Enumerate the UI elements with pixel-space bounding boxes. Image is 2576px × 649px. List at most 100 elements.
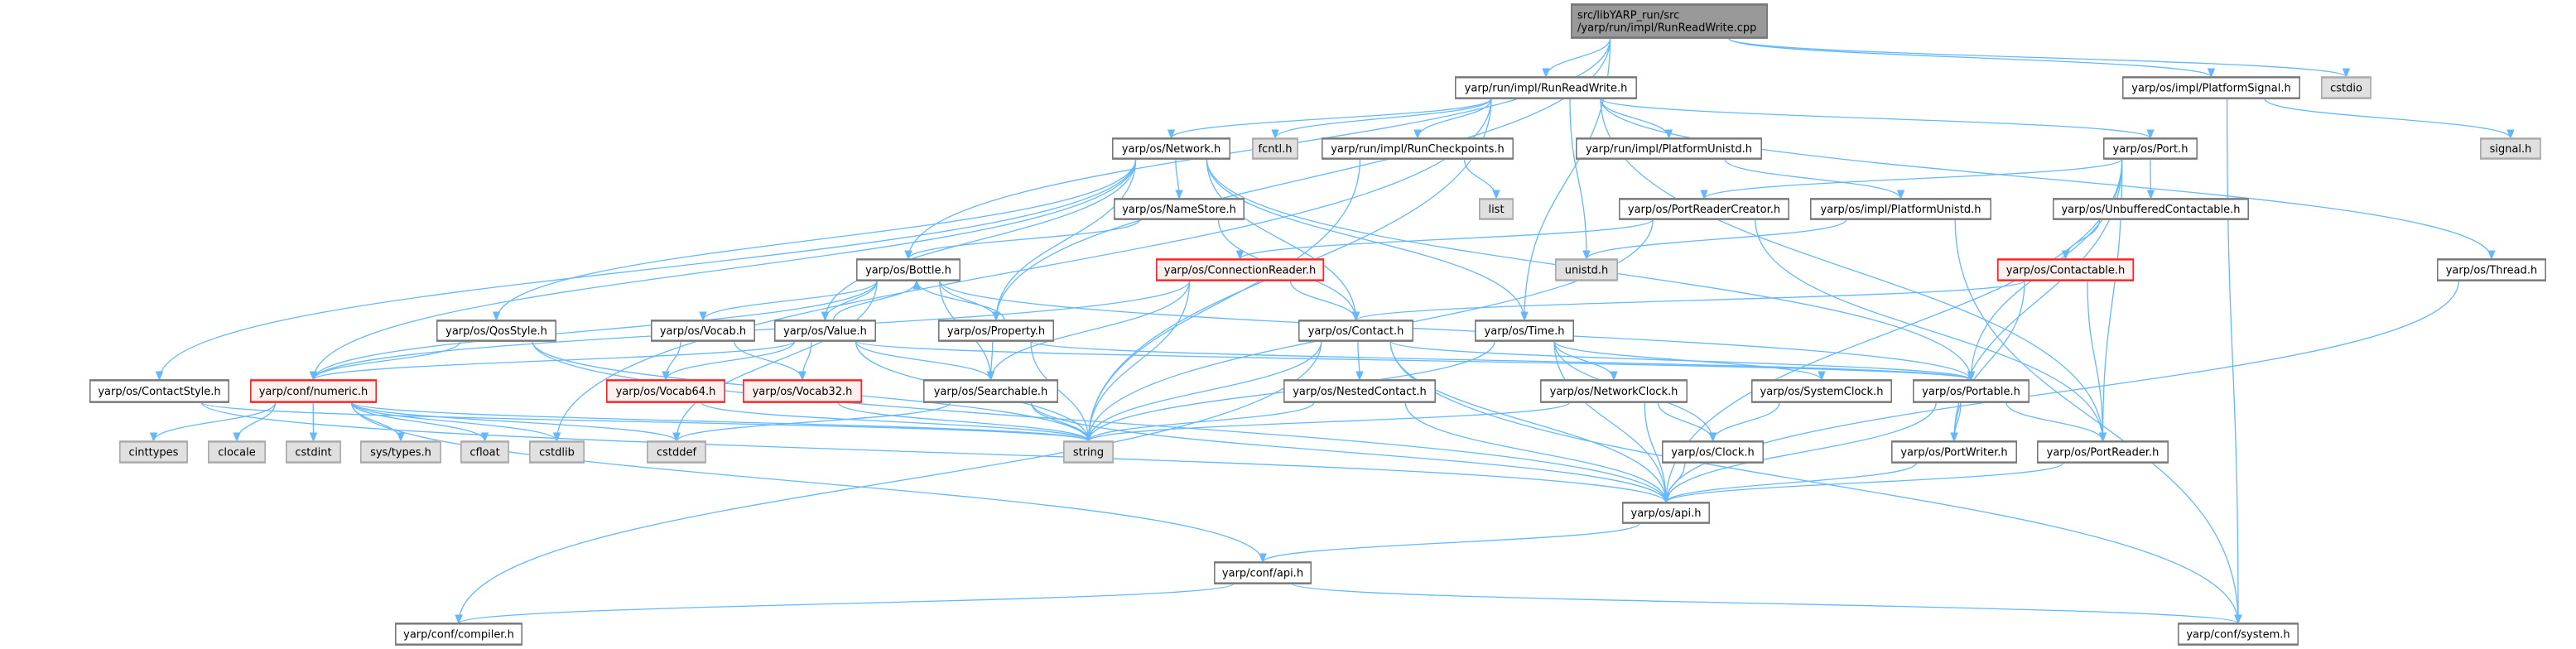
node-label: yarp/os/Property.h: [947, 325, 1045, 338]
node-vocab[interactable]: yarp/os/Vocab.h: [651, 320, 755, 342]
node-label: unistd.h: [1565, 265, 1609, 277]
node-searchable[interactable]: yarp/os/Searchable.h: [923, 379, 1058, 403]
edge-bottle-to-property: [939, 280, 1000, 322]
node-connreader[interactable]: yarp/os/ConnectionReader.h: [1156, 258, 1324, 281]
node-label: yarp/conf/api.h: [1222, 568, 1303, 580]
node-osapi[interactable]: yarp/os/api.h: [1622, 502, 1710, 524]
node-contact[interactable]: yarp/os/Contact.h: [1298, 320, 1413, 342]
node-box: [2437, 259, 2546, 281]
edge-rrw_h-to-port: [1600, 98, 2155, 140]
node-box: [1214, 562, 1312, 584]
node-box: [1063, 441, 1114, 463]
node-label: yarp/os/Value.h: [783, 325, 867, 338]
edge-numeric-to-string: [350, 401, 1092, 443]
node-portreader[interactable]: yarp/os/PortReader.h: [2037, 440, 2169, 464]
node-contactstyle[interactable]: yarp/os/ContactStyle.h: [89, 379, 229, 403]
node-nested[interactable]: yarp/os/NestedContact.h: [1283, 379, 1436, 403]
node-port[interactable]: yarp/os/Port.h: [2103, 137, 2198, 160]
node-unistd[interactable]: unistd.h: [1555, 258, 1618, 281]
node-box: [923, 380, 1058, 402]
node-label: yarp/os/ContactStyle.h: [98, 386, 220, 398]
node-property[interactable]: yarp/os/Property.h: [938, 320, 1054, 342]
node-label: cfloat: [469, 447, 499, 459]
node-label: yarp/os/Clock.h: [1671, 447, 1754, 459]
edge-property-to-searchable: [986, 340, 995, 382]
node-vocab32[interactable]: yarp/os/Vocab32.h: [743, 379, 862, 403]
node-label: yarp/os/PortReader.h: [2047, 447, 2160, 459]
node-box: [1555, 259, 1618, 281]
node-vocab64[interactable]: yarp/os/Vocab64.h: [606, 379, 725, 403]
node-bottle[interactable]: yarp/os/Bottle.h: [856, 258, 961, 281]
edge-value-to-vocab32: [798, 340, 812, 382]
node-box: [1662, 441, 1764, 463]
edge-bottle-to-numeric: [309, 280, 878, 382]
node-box: [2037, 441, 2169, 463]
edge-psignal-to-signal: [2264, 98, 2515, 140]
node-contactable[interactable]: yarp/os/Contactable.h: [1997, 258, 2134, 281]
node-cstdint[interactable]: cstdint: [286, 440, 341, 464]
node-systypes[interactable]: sys/types.h: [360, 440, 441, 464]
node-box: [1622, 502, 1710, 523]
node-portwriter[interactable]: yarp/os/PortWriter.h: [1891, 440, 2017, 464]
node-prc[interactable]: yarp/os/PortReaderCreator.h: [1619, 198, 1789, 220]
node-namestore[interactable]: yarp/os/NameStore.h: [1114, 198, 1245, 220]
edge-netclock-to-osapi: [1644, 401, 1670, 504]
node-label: yarp/os/PortReaderCreator.h: [1628, 204, 1780, 216]
node-numeric[interactable]: yarp/conf/numeric.h: [250, 379, 377, 403]
edge-time-to-sysclock: [1553, 340, 1826, 382]
edge-rrw_h-to-portreader: [1600, 98, 2107, 443]
node-label: yarp/os/Searchable.h: [934, 386, 1048, 398]
edge-qos-to-osapi: [532, 340, 1670, 504]
edge-rrw_h-to-unistd: [1569, 98, 1591, 261]
node-root[interactable]: src/libYARP_run/src/yarp/run/impl/RunRea…: [1571, 3, 1768, 39]
node-value[interactable]: yarp/os/Value.h: [774, 320, 876, 342]
edge-unbuf-to-contactable: [2061, 219, 2101, 261]
node-string[interactable]: string: [1063, 440, 1114, 464]
node-clock[interactable]: yarp/os/Clock.h: [1662, 440, 1764, 464]
node-thread[interactable]: yarp/os/Thread.h: [2437, 258, 2546, 281]
node-runpu[interactable]: yarp/run/impl/PlatformUnistd.h: [1576, 137, 1762, 160]
node-label: string: [1073, 447, 1104, 459]
node-box: [2321, 77, 2371, 99]
node-box: [1455, 77, 1637, 99]
node-rrw_h[interactable]: yarp/run/impl/RunReadWrite.h: [1455, 76, 1637, 99]
node-label: cstdint: [295, 447, 331, 459]
node-psignal[interactable]: yarp/os/impl/PlatformSignal.h: [2122, 76, 2300, 99]
node-cstdlib[interactable]: cstdlib: [529, 440, 585, 464]
node-time[interactable]: yarp/os/Time.h: [1475, 320, 1574, 342]
edge-namestore-to-bottle: [904, 219, 1141, 261]
node-confapi[interactable]: yarp/conf/api.h: [1214, 561, 1312, 584]
edge-contactable-to-portreader: [2087, 280, 2107, 443]
edge-searchable-to-cstddef: [672, 401, 951, 443]
node-cfloat[interactable]: cfloat: [460, 440, 509, 464]
node-clocale[interactable]: clocale: [208, 440, 266, 464]
node-signal[interactable]: signal.h: [2480, 137, 2541, 160]
node-box: [774, 320, 876, 341]
node-runchk[interactable]: yarp/run/impl/RunCheckpoints.h: [1322, 137, 1514, 160]
node-unbuf[interactable]: yarp/os/UnbufferedContactable.h: [2053, 198, 2249, 220]
node-portable[interactable]: yarp/os/Portable.h: [1913, 379, 2030, 403]
node-cstddef[interactable]: cstddef: [647, 440, 706, 464]
node-fcntl[interactable]: fcntl.h: [1252, 137, 1298, 160]
node-compiler[interactable]: yarp/conf/compiler.h: [395, 623, 522, 646]
edge-port-to-prc: [1700, 158, 2123, 200]
node-sysclock[interactable]: yarp/os/SystemClock.h: [1751, 379, 1892, 403]
node-box: [360, 441, 441, 463]
node-cstdio[interactable]: cstdio: [2321, 76, 2371, 99]
node-box: [1283, 380, 1436, 402]
edge-rrw_h-to-fcntl: [1271, 98, 1492, 140]
edge-runchk-to-string: [1084, 158, 1361, 443]
edge-network-to-contactstyle: [155, 158, 1137, 382]
node-list[interactable]: list: [1479, 198, 1514, 220]
edge-rrw_h-to-runchk: [1413, 98, 1492, 140]
edge-numeric-to-cstdlib: [350, 401, 561, 443]
node-box: [1298, 320, 1413, 341]
node-network[interactable]: yarp/os/Network.h: [1112, 137, 1230, 160]
edge-numeric-to-cfloat: [350, 401, 489, 443]
node-qos[interactable]: yarp/os/QosStyle.h: [436, 320, 556, 342]
node-implpu[interactable]: yarp/os/impl/PlatformUnistd.h: [1810, 198, 1991, 220]
node-netclock[interactable]: yarp/os/NetworkClock.h: [1540, 379, 1688, 403]
node-cinttypes[interactable]: cinttypes: [119, 440, 188, 464]
node-box: [1576, 138, 1762, 159]
node-system[interactable]: yarp/conf/system.h: [2178, 623, 2299, 646]
